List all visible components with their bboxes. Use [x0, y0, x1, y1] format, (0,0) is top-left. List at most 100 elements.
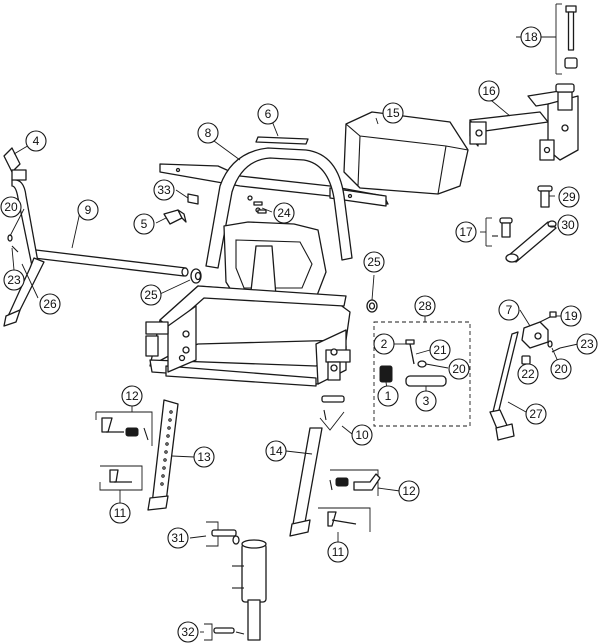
callout-26: 26: [39, 293, 61, 315]
part-6-decal: [255, 136, 309, 145]
callout-20c: 20: [550, 358, 572, 380]
part-25-bushing-right: [366, 299, 378, 313]
svg-text:6: 6: [265, 107, 272, 121]
callout-7: 7: [498, 299, 520, 321]
svg-text:29: 29: [562, 190, 576, 204]
part-22-nut: [521, 355, 531, 365]
callout-6: 6: [257, 103, 279, 125]
part-27-lever: [489, 331, 519, 441]
callout-5: 5: [133, 213, 155, 235]
callout-23a: 23: [3, 269, 25, 291]
svg-text:18: 18: [524, 30, 538, 44]
callout-16: 16: [478, 80, 500, 102]
svg-text:8: 8: [205, 126, 212, 140]
svg-text:3: 3: [423, 394, 430, 408]
svg-text:4: 4: [33, 134, 40, 148]
svg-text:13: 13: [197, 450, 211, 464]
part-20-23-pins-right: [547, 340, 561, 353]
part-18-bolt-nut: [555, 3, 578, 75]
part-32-jack: [204, 539, 267, 641]
callout-1: 1: [377, 385, 399, 407]
callout-33: 33: [153, 179, 175, 201]
callout-18: 18: [520, 26, 542, 48]
part-29-pin: [537, 185, 553, 208]
part-8-a-frame: [145, 147, 389, 387]
svg-text:32: 32: [181, 625, 195, 639]
svg-text:19: 19: [564, 309, 578, 323]
svg-text:5: 5: [141, 217, 148, 231]
callout-15: 15: [382, 102, 404, 124]
svg-text:22: 22: [521, 367, 535, 381]
svg-text:31: 31: [171, 531, 185, 545]
callout-31: 31: [167, 527, 189, 549]
svg-text:25: 25: [367, 255, 381, 269]
callout-4: 4: [25, 130, 47, 152]
part-25-bushing-left: [190, 268, 202, 284]
callout-14: 14: [265, 440, 287, 462]
part-12-hardware-right: [329, 469, 381, 496]
svg-text:12: 12: [125, 389, 139, 403]
svg-text:14: 14: [269, 444, 283, 458]
svg-text:33: 33: [157, 183, 171, 197]
callout-12b: 12: [398, 480, 420, 502]
callout-2: 2: [373, 333, 395, 355]
svg-text:9: 9: [85, 203, 92, 217]
svg-text:7: 7: [506, 303, 513, 317]
part-13-stand-leg: [147, 399, 179, 511]
callout-9: 9: [77, 199, 99, 221]
part-17-pin-assembly: [485, 217, 513, 247]
callout-3: 3: [415, 390, 437, 412]
svg-text:24: 24: [277, 206, 291, 220]
callout-20b: 20: [448, 358, 470, 380]
part-5-clip: [163, 209, 187, 225]
part-30-pin: [505, 220, 557, 263]
svg-text:2: 2: [381, 337, 388, 351]
callout-10: 10: [351, 424, 373, 446]
part-12-hardware-left: [95, 411, 153, 446]
callout-22: 22: [517, 363, 539, 385]
callout-23b: 23: [576, 333, 598, 355]
callout-19: 19: [560, 305, 582, 327]
callout-8: 8: [197, 122, 219, 144]
svg-text:25: 25: [144, 288, 158, 302]
callout-21: 21: [429, 339, 451, 361]
callout-25b: 25: [363, 251, 385, 273]
callout-25a: 25: [140, 284, 162, 306]
part-19-bolt: [539, 311, 557, 323]
part-28-spring-kit: [373, 321, 471, 427]
part-26-lever-arm: [3, 169, 45, 327]
callout-29: 29: [558, 186, 580, 208]
callout-12a: 12: [121, 385, 143, 407]
part-16-mount-bracket: [469, 83, 579, 161]
part-9-rod: [33, 249, 189, 277]
callout-32: 32: [177, 621, 199, 643]
svg-text:10: 10: [355, 428, 369, 442]
svg-text:30: 30: [561, 218, 575, 232]
callout-20a: 20: [0, 196, 22, 218]
svg-text:27: 27: [529, 407, 543, 421]
svg-text:20: 20: [554, 362, 568, 376]
callout-27: 27: [525, 403, 547, 425]
svg-text:23: 23: [7, 273, 21, 287]
svg-text:16: 16: [482, 84, 496, 98]
callout-13: 13: [193, 446, 215, 468]
svg-text:12: 12: [402, 484, 416, 498]
svg-text:11: 11: [332, 545, 345, 559]
part-20-23-pins-left: [7, 234, 19, 253]
callout-17: 17: [455, 221, 477, 243]
callout-28: 28: [414, 295, 436, 317]
svg-text:17: 17: [459, 225, 473, 239]
svg-text:11: 11: [114, 506, 127, 520]
part-31-pin: [206, 521, 240, 547]
svg-text:28: 28: [418, 299, 432, 313]
svg-text:21: 21: [433, 343, 447, 357]
callout-11b: 11: [327, 541, 349, 563]
part-33-plate: [187, 193, 199, 205]
callout-11a: 11: [109, 502, 131, 524]
part-10-pin: [319, 395, 345, 431]
part-4-grip: [3, 147, 21, 173]
part-11-hardware-right: [318, 507, 371, 532]
svg-text:20: 20: [4, 200, 18, 214]
